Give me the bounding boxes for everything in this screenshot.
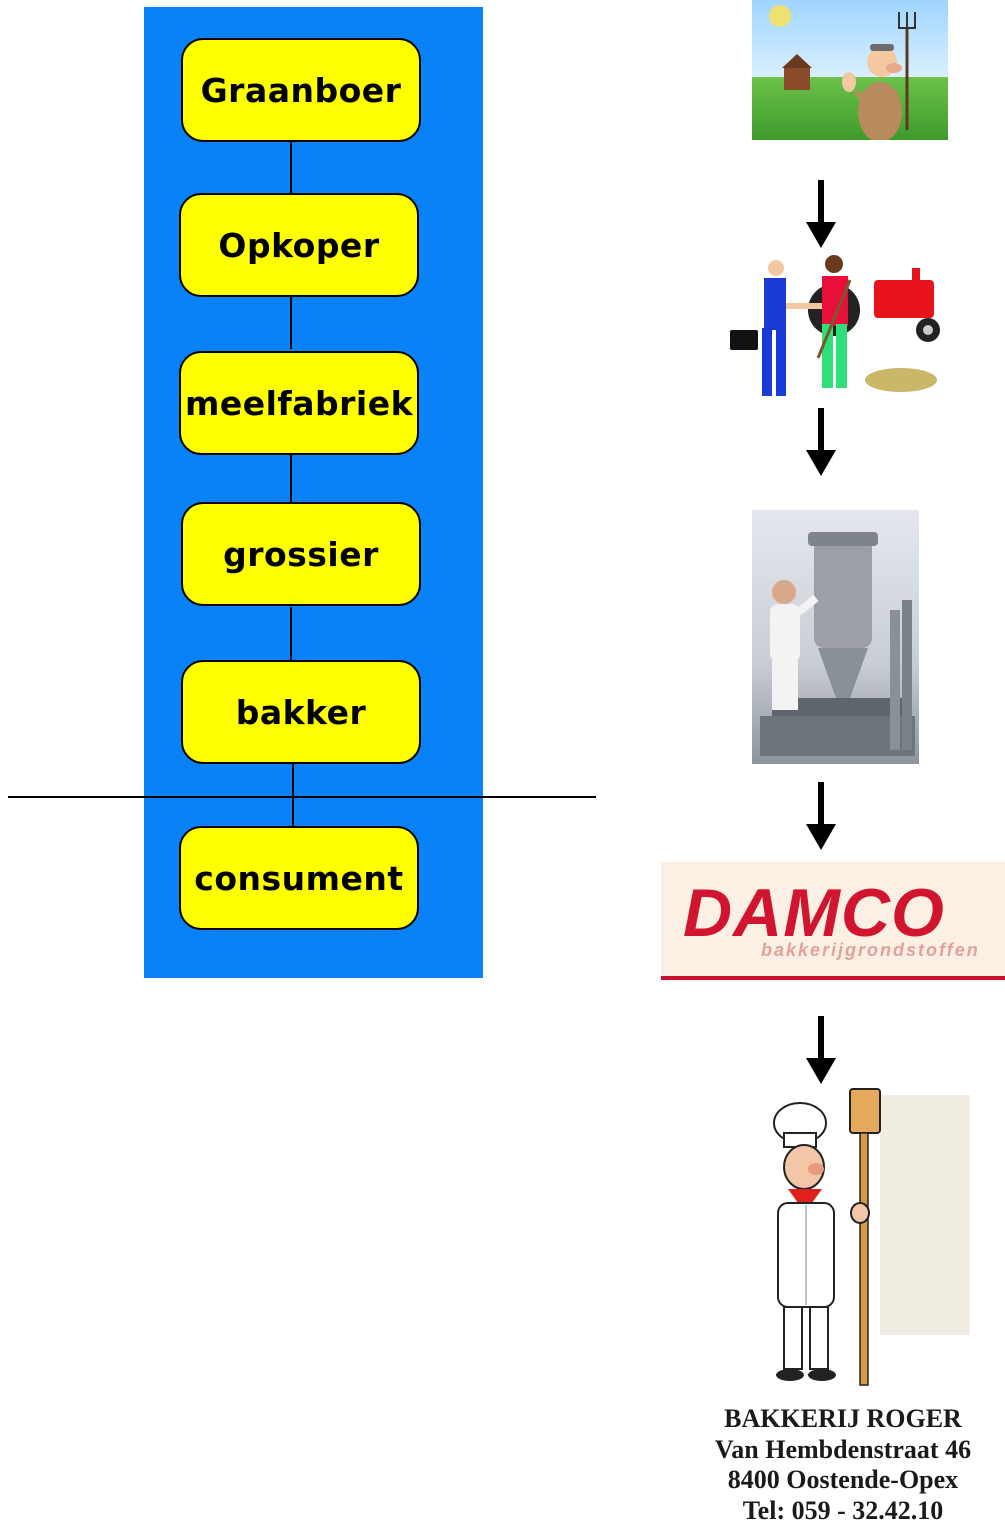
arrow-down-icon (806, 782, 836, 850)
damco-logo: DAMCO bakkerijgrondstoffen (661, 862, 1005, 980)
connector-4 (290, 607, 292, 660)
baker-illustration (700, 1085, 980, 1390)
stage-meelfabriek: meelfabriek (179, 351, 419, 455)
address-line-street: Van Hembdenstraat 46 (690, 1435, 996, 1466)
consumer-divider-line (8, 796, 596, 798)
mill-machine-icon (752, 510, 919, 764)
stage-bakker: bakker (181, 660, 421, 764)
arrow-down-icon (806, 1016, 836, 1084)
trader-illustration (726, 250, 946, 402)
farmer-icon (752, 0, 948, 140)
farmer-illustration (752, 0, 948, 140)
flour-mill-photo (752, 510, 919, 764)
connector-5 (292, 764, 294, 826)
address-line-name: BAKKERIJ ROGER (690, 1404, 996, 1435)
stage-graanboer: Graanboer (181, 38, 421, 142)
address-line-phone: Tel: 059 - 32.42.10 (690, 1496, 996, 1526)
connector-3 (290, 455, 292, 503)
connector-1 (290, 142, 292, 194)
arrow-down-icon (806, 180, 836, 248)
address-line-city: 8400 Oostende-Opex (690, 1465, 996, 1496)
connector-2 (290, 297, 292, 349)
handshake-icon (726, 250, 946, 402)
bakery-address: BAKKERIJ ROGER Van Hembdenstraat 46 8400… (690, 1404, 996, 1526)
stage-opkoper: Opkoper (179, 193, 419, 297)
stage-grossier: grossier (181, 502, 421, 606)
stage-consument: consument (179, 826, 419, 930)
arrow-down-icon (806, 408, 836, 476)
baker-icon (700, 1085, 980, 1390)
damco-tagline: bakkerijgrondstoffen (761, 940, 980, 961)
